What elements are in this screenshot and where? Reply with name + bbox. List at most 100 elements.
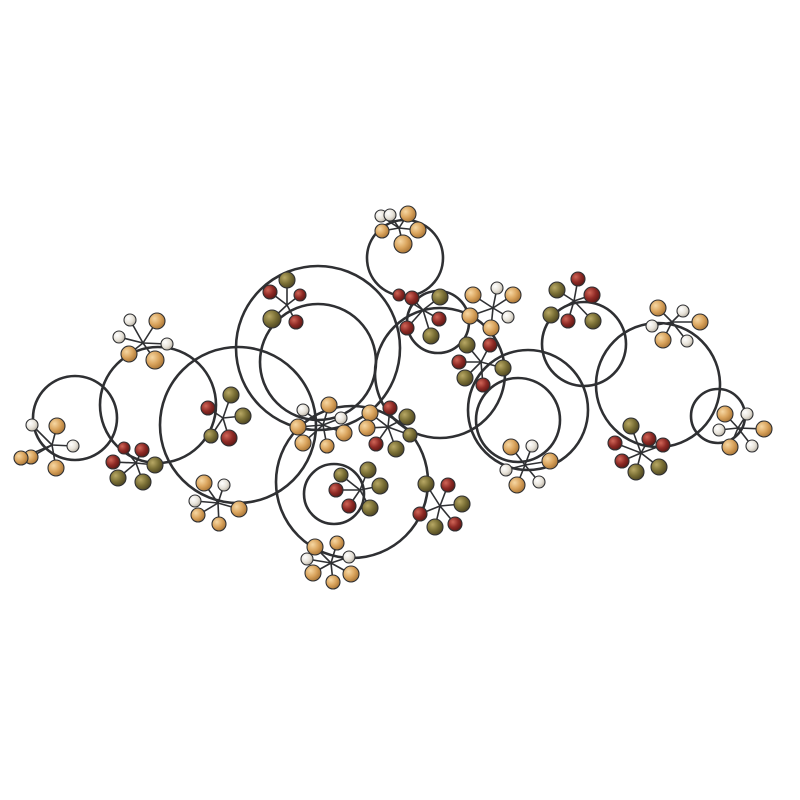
- glass-bead: [676, 304, 690, 318]
- glass-bead: [622, 417, 640, 435]
- glass-bead: [374, 223, 390, 239]
- glass-bead: [392, 288, 406, 302]
- glass-bead: [342, 550, 356, 564]
- glass-bead: [329, 535, 345, 551]
- glass-bead-cluster: [461, 281, 522, 337]
- glass-bead: [402, 427, 418, 443]
- glass-bead: [288, 314, 304, 330]
- glass-bead: [361, 404, 379, 422]
- glass-bead: [293, 288, 307, 302]
- glass-bead: [649, 299, 667, 317]
- glass-bead: [655, 437, 671, 453]
- glass-bead: [66, 439, 80, 453]
- bead-clusters: [13, 205, 773, 590]
- glass-bead: [105, 454, 121, 470]
- glass-bead: [123, 313, 137, 327]
- glass-bead: [453, 495, 471, 513]
- glass-bead: [296, 403, 310, 417]
- glass-bead: [333, 467, 349, 483]
- glass-bead: [300, 552, 314, 566]
- glass-bead: [426, 518, 444, 536]
- glass-bead: [368, 436, 384, 452]
- glass-bead: [188, 494, 202, 508]
- glass-bead: [328, 482, 344, 498]
- glass-bead: [47, 459, 65, 477]
- glass-bead: [412, 506, 428, 522]
- glass-bead: [691, 313, 709, 331]
- glass-bead: [508, 476, 526, 494]
- wire-ring: [302, 462, 366, 526]
- glass-bead: [358, 419, 376, 437]
- glass-bead: [387, 440, 405, 458]
- glass-bead-cluster: [607, 417, 671, 481]
- glass-bead: [482, 319, 500, 337]
- glass-bead: [502, 438, 520, 456]
- glass-bead: [721, 438, 739, 456]
- glass-bead: [570, 271, 586, 287]
- glass-bead: [475, 377, 491, 393]
- glass-bead: [220, 429, 238, 447]
- glass-bead: [398, 408, 416, 426]
- glass-bead: [341, 498, 357, 514]
- glass-bead: [25, 418, 39, 432]
- glass-bead: [431, 311, 447, 327]
- glass-bead-cluster: [374, 205, 427, 254]
- glass-bead: [584, 312, 602, 330]
- glass-bead: [583, 286, 601, 304]
- glass-bead: [393, 234, 413, 254]
- glass-bead: [501, 310, 515, 324]
- glass-bead: [120, 345, 138, 363]
- glass-bead: [190, 507, 206, 523]
- glass-bead: [334, 411, 348, 425]
- glass-bead: [399, 205, 417, 223]
- glass-bead: [148, 312, 166, 330]
- glass-bead: [294, 434, 312, 452]
- glass-bead-cluster: [200, 386, 252, 447]
- glass-bead: [404, 290, 420, 306]
- glass-bead: [627, 463, 645, 481]
- glass-bead-cluster: [645, 299, 709, 349]
- glass-bead: [319, 438, 335, 454]
- glass-bead: [134, 442, 150, 458]
- glass-bead: [716, 405, 734, 423]
- glass-bead: [146, 456, 164, 474]
- glass-bead: [641, 431, 657, 447]
- glass-bead: [456, 369, 474, 387]
- glass-bead-cluster: [412, 475, 471, 536]
- glass-bead-cluster: [712, 405, 773, 456]
- glass-bead-cluster: [105, 441, 164, 491]
- glass-bead-cluster: [13, 417, 80, 477]
- glass-bead: [712, 423, 726, 437]
- glass-bead: [525, 439, 539, 453]
- glass-bead: [262, 309, 282, 329]
- glass-bead: [134, 473, 152, 491]
- glass-bead-cluster: [451, 336, 512, 393]
- glass-bead: [680, 334, 694, 348]
- glass-bead: [109, 469, 127, 487]
- glass-bead: [740, 407, 754, 421]
- glass-bead: [234, 407, 252, 425]
- glass-bead: [117, 441, 131, 455]
- glass-bead: [359, 461, 377, 479]
- glass-bead: [461, 307, 479, 325]
- glass-bead-cluster: [358, 400, 418, 458]
- glass-bead: [289, 418, 307, 436]
- glass-bead: [417, 475, 435, 493]
- glass-bead: [548, 281, 566, 299]
- wire-ring: [474, 376, 562, 464]
- glass-bead-cluster: [300, 535, 360, 590]
- glass-bead: [278, 271, 296, 289]
- glass-bead: [607, 435, 623, 451]
- glass-bead: [230, 500, 248, 518]
- glass-bead: [745, 439, 759, 453]
- glass-bead: [145, 350, 165, 370]
- glass-bead-cluster: [112, 312, 174, 370]
- glass-bead: [262, 284, 278, 300]
- glass-bead: [532, 475, 546, 489]
- glass-bead: [560, 313, 576, 329]
- glass-bead: [482, 337, 498, 353]
- glass-bead: [650, 458, 668, 476]
- glass-bead: [200, 400, 216, 416]
